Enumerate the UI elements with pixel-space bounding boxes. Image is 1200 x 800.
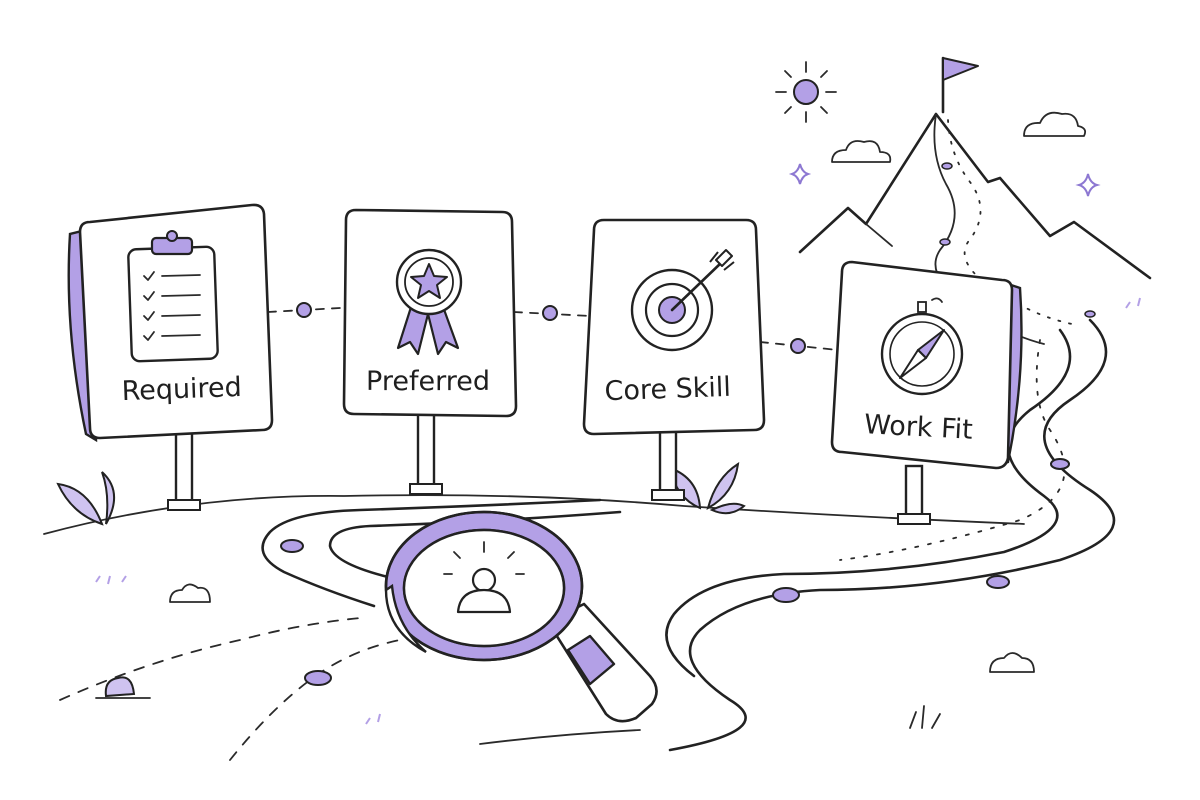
sparkle-icon <box>788 163 812 185</box>
bush-icon <box>95 676 151 699</box>
sign-label-work-fit: Work Fit <box>863 409 973 446</box>
sparkle-icon <box>1075 173 1101 197</box>
clipboard-checklist-icon <box>127 230 219 363</box>
signpost-core-skill: Core Skill <box>582 218 766 501</box>
sign-connectors <box>267 302 839 354</box>
milestone-dot <box>772 587 800 603</box>
sign-label-required: Required <box>121 372 242 407</box>
sun-icon <box>775 61 837 123</box>
leaf-plant-icon <box>56 471 115 526</box>
milestone-dot <box>986 575 1010 589</box>
grass-icon <box>95 297 1141 725</box>
cloud-icon <box>831 140 892 163</box>
ground-lines <box>43 318 1116 761</box>
bush-icon <box>169 583 211 603</box>
award-ribbon-icon <box>395 248 463 356</box>
signpost-required: Required <box>67 203 274 511</box>
cloud-icon <box>1023 111 1087 137</box>
target-arrow-icon <box>630 249 735 352</box>
sign-label-core-skill: Core Skill <box>604 372 731 407</box>
leaf-plant-icon <box>668 462 746 515</box>
mountain-flag-icon <box>798 56 1152 345</box>
magnifier-person-icon <box>384 510 658 723</box>
signpost-preferred: Preferred <box>342 208 518 495</box>
sign-label-preferred: Preferred <box>366 366 490 397</box>
compass-icon <box>880 297 964 396</box>
path-milestones <box>280 458 1070 686</box>
grass-icon <box>909 705 941 729</box>
milestone-dot <box>1050 458 1070 470</box>
milestone-dot <box>304 670 332 686</box>
bush-icon <box>989 652 1035 673</box>
milestone-dot <box>280 539 304 553</box>
signpost-work-fit: Work Fit <box>830 260 1023 525</box>
